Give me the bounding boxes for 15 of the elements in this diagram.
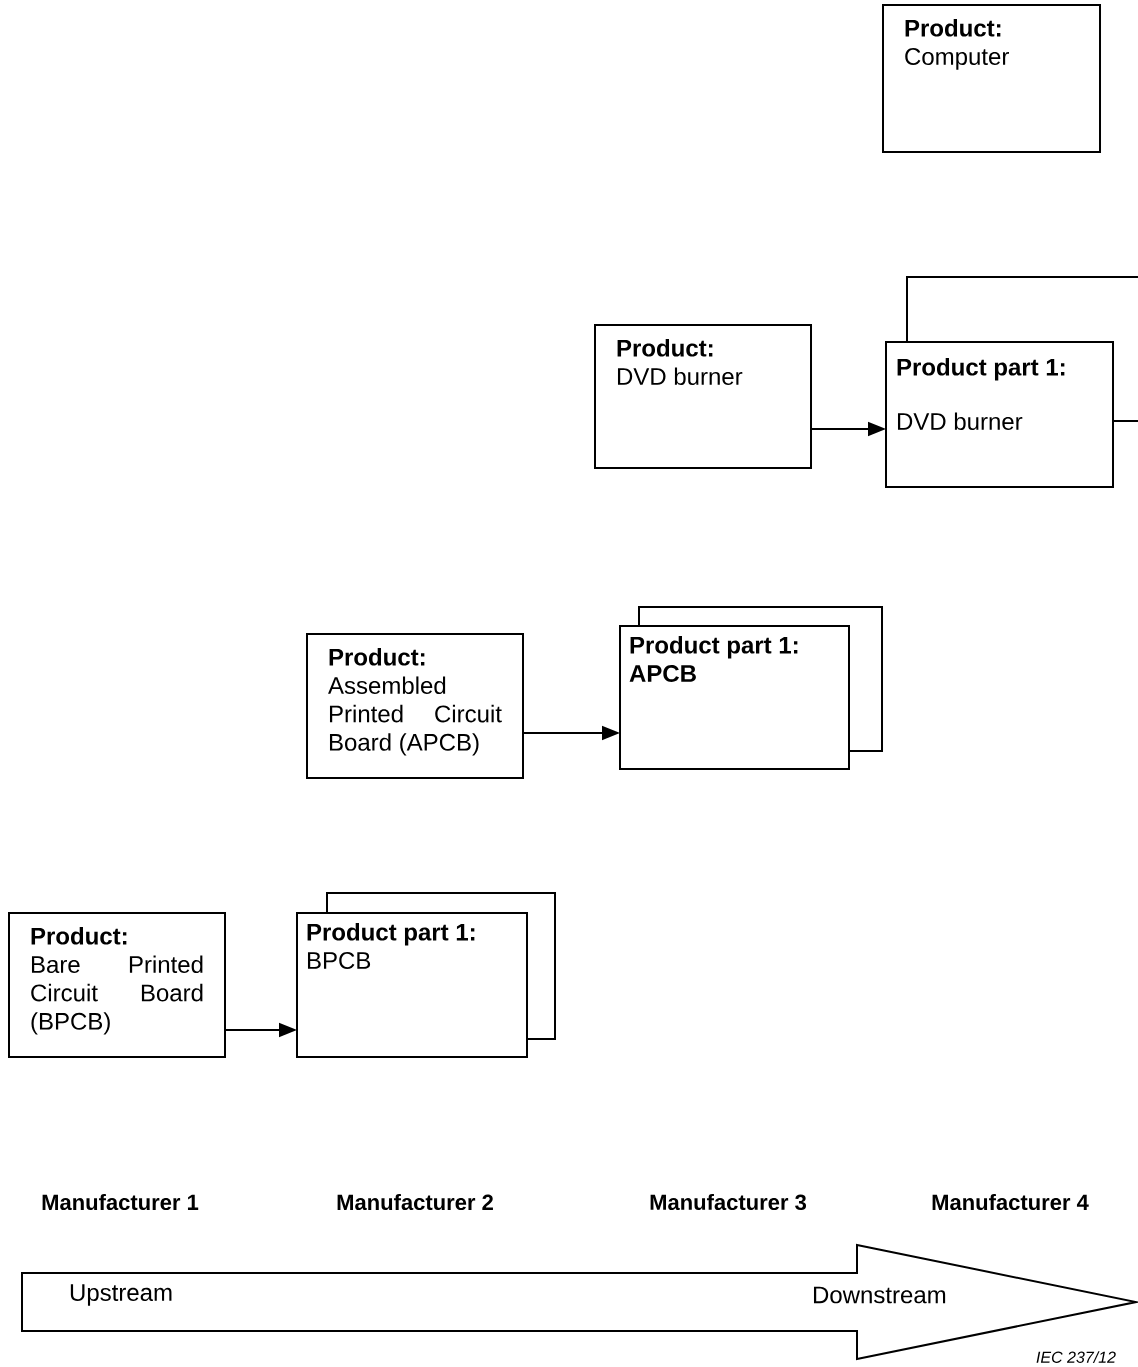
product-box: Product: Bare Printed Circuit Board (BPCB) bbox=[8, 912, 226, 1058]
stacked-box: Product part 1: BPCB bbox=[296, 892, 556, 1058]
arrow-label: Upstream bbox=[70, 1284, 172, 1306]
column-heading: Manufacturer 1 bbox=[42, 1193, 199, 1211]
column-heading: Manufacturer 2 bbox=[337, 1193, 493, 1211]
stacked-box: Product part 1: APCB bbox=[619, 606, 883, 770]
connector-line bbox=[1112, 420, 1138, 422]
product-box: Product: Computer bbox=[882, 4, 1101, 153]
product-box: Product: DVD burner bbox=[594, 324, 812, 469]
arrow-label: Downstream bbox=[814, 1286, 946, 1304]
column-heading: Manufacturer 4 bbox=[932, 1193, 1089, 1211]
figure-id: IEC 237/12 bbox=[1036, 1351, 1116, 1363]
column-heading: Manufacturer 3 bbox=[650, 1193, 807, 1211]
product-box: Product: Assembled Printed Circuit Board (APCB) bbox=[306, 633, 524, 779]
stacked-box: Product part 1: DVD burner bbox=[885, 276, 1138, 488]
